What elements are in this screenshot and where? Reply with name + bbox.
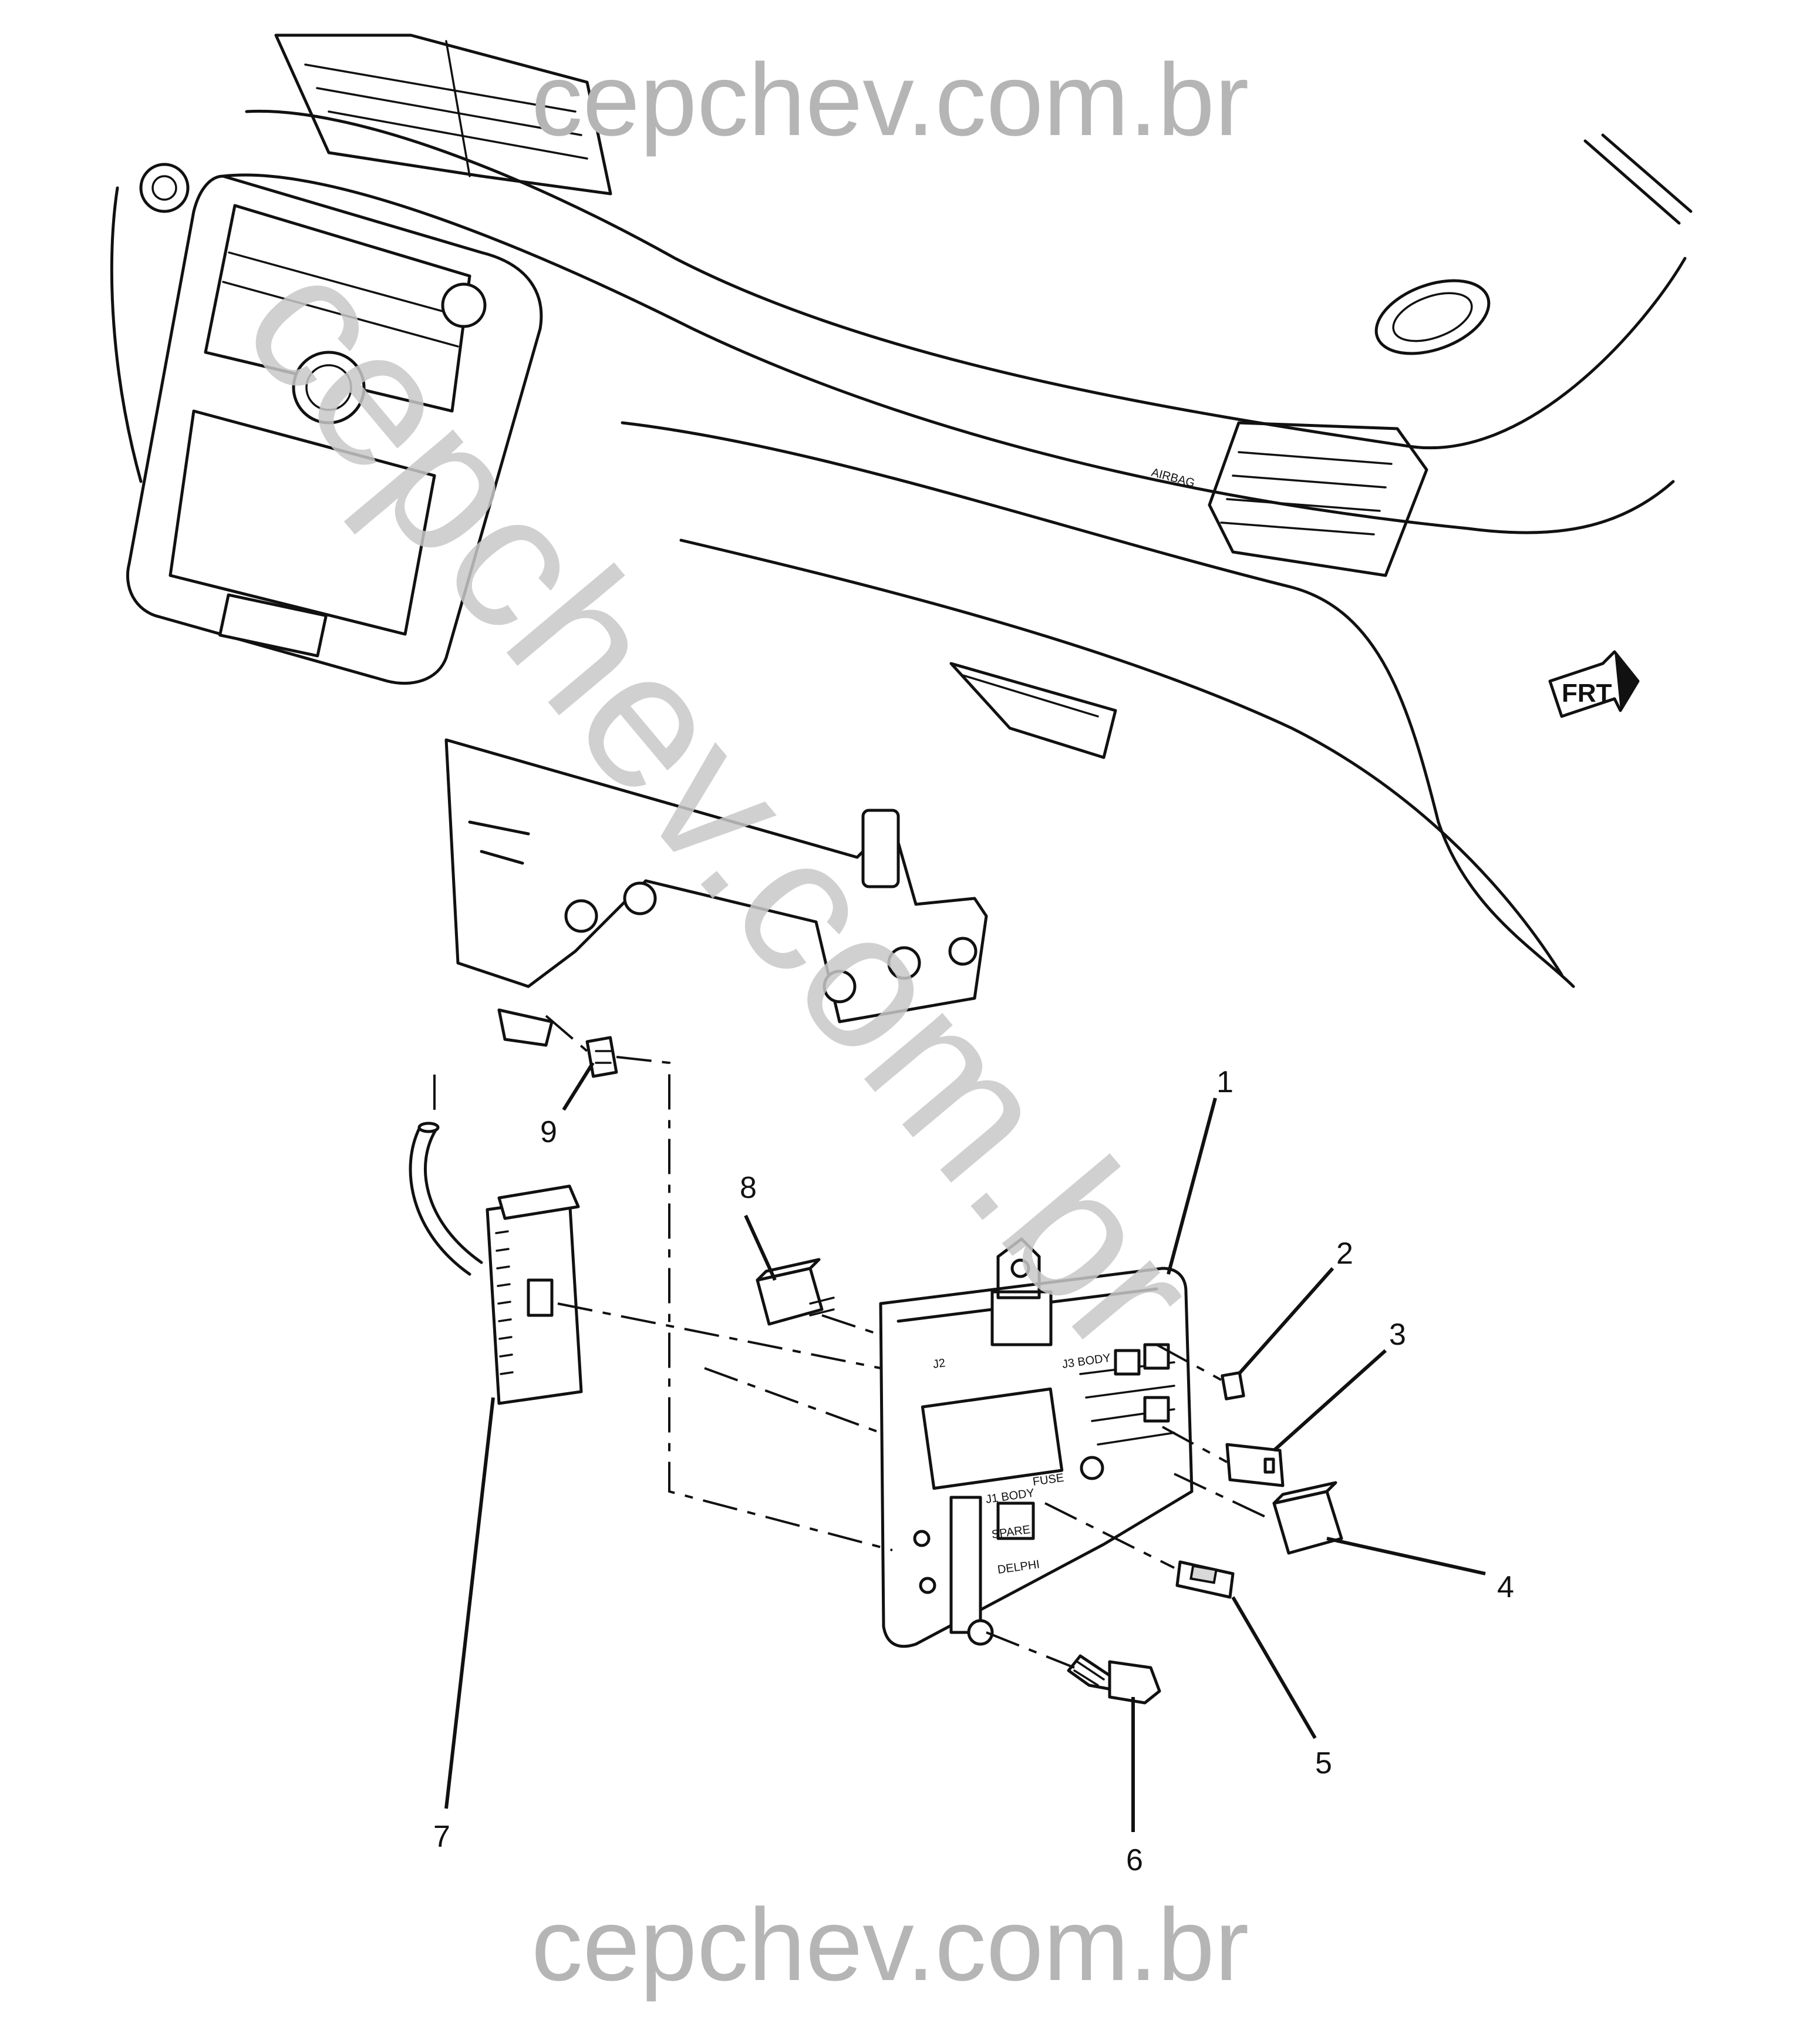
part-6-bolt xyxy=(1067,1654,1161,1705)
airbag-label: AIRBAG xyxy=(1150,466,1197,490)
part-9-clip xyxy=(585,1036,618,1078)
front-arrow-label: FRT xyxy=(1562,679,1612,708)
callout-8: 8 xyxy=(740,1171,757,1205)
callout-3: 3 xyxy=(1389,1318,1406,1352)
callout-6: 6 xyxy=(1126,1843,1143,1877)
callout-9: 9 xyxy=(540,1115,557,1149)
part-5-fuse xyxy=(1175,1560,1235,1599)
callout-labels: 1 2 3 4 5 6 7 8 9 xyxy=(433,1065,1514,1877)
mounting-bracket xyxy=(444,738,988,1047)
front-arrow-icon: FRT xyxy=(1548,650,1640,718)
callout-5: 5 xyxy=(1315,1746,1332,1780)
leader-lines xyxy=(444,1062,1486,1832)
radio-bezel xyxy=(126,174,543,685)
part-7-connector xyxy=(409,1122,583,1405)
round-vent xyxy=(1374,279,1491,355)
callout-4: 4 xyxy=(1497,1570,1514,1604)
center-vent xyxy=(274,33,612,196)
callout-7: 7 xyxy=(433,1820,450,1854)
glove-box xyxy=(621,421,1575,988)
part-2-fuse xyxy=(1221,1371,1245,1400)
instrument-panel: AIRBAG xyxy=(110,33,1693,988)
side-vent: AIRBAG xyxy=(1150,421,1428,577)
part-1-junction-block: J2 J3 BODY J1 BODY FUSE SPARE DELPHI xyxy=(879,1237,1194,1648)
assembly-lines xyxy=(433,1015,1275,1669)
watermark-bottom: cepchev.com.br xyxy=(531,1888,1249,2002)
watermark-diagonal: cepchev.com.br xyxy=(203,216,1239,1393)
callout-2: 2 xyxy=(1336,1237,1353,1271)
callout-1: 1 xyxy=(1216,1065,1233,1099)
watermark-top: cepchev.com.br xyxy=(531,43,1249,157)
part-3-fuse xyxy=(1225,1443,1285,1487)
j2-label: J2 xyxy=(932,1356,946,1371)
part-4-relay xyxy=(1272,1481,1343,1555)
